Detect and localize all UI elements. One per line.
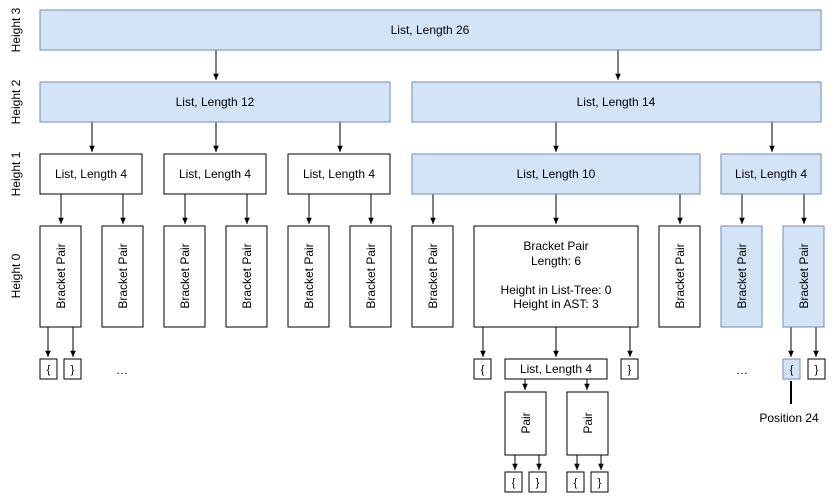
bracket-pair-4: Bracket Pair <box>225 225 268 328</box>
node-list-14-label: List, Length 14 <box>577 95 656 109</box>
bracket-pair-3: Bracket Pair <box>163 225 206 328</box>
bracket-pair-10: Bracket Pair <box>782 225 825 328</box>
brace-open-highlight: { <box>782 358 801 380</box>
bracket-pair-8-label: Bracket Pair <box>673 243 687 308</box>
ellipsis-right: … <box>736 363 748 377</box>
brace-close-center: } <box>620 358 639 380</box>
brace-open-1: { <box>39 358 58 380</box>
brace-close-last: } <box>807 358 826 380</box>
node-list-4-inner: List, Length 4 <box>504 358 608 380</box>
node-list-26: List, Length 26 <box>39 9 822 51</box>
pair-2-label: Pair <box>581 412 595 433</box>
node-list-26-label: List, Length 26 <box>391 23 470 37</box>
bracket-pair-2-label: Bracket Pair <box>116 243 130 308</box>
bracket-pair-8: Bracket Pair <box>658 225 701 328</box>
brace-close-1-label: } <box>71 364 75 376</box>
brace-open-pair-1-label: { <box>512 477 516 489</box>
bracket-pair-2: Bracket Pair <box>101 225 144 328</box>
brace-close-last-label: } <box>815 364 819 376</box>
node-list-4-a-label: List, Length 4 <box>55 167 127 181</box>
edges <box>45 50 819 470</box>
bracket-pair-7-label: Bracket Pair <box>426 243 440 308</box>
center-pair-line-1: Bracket Pair <box>523 239 588 253</box>
node-list-10-label: List, Length 10 <box>517 167 596 181</box>
brace-close-1: } <box>63 358 82 380</box>
node-list-14: List, Length 14 <box>411 81 822 123</box>
brace-close-pair-1-label: } <box>536 477 540 489</box>
bracket-pair-center: Bracket Pair Length: 6 Height in List-Tr… <box>473 225 639 328</box>
pair-2: Pair <box>566 391 609 456</box>
height-2-label: Height 2 <box>9 79 23 124</box>
node-list-4-c-label: List, Length 4 <box>303 167 375 181</box>
node-list-4-c: List, Length 4 <box>287 153 391 195</box>
center-pair-line-2: Length: 6 <box>531 254 581 268</box>
height-0-label: Height 0 <box>9 253 23 298</box>
bracket-pair-6-label: Bracket Pair <box>364 243 378 308</box>
brace-open-pair-2: { <box>566 471 585 493</box>
node-list-4-d: List, Length 4 <box>720 153 822 195</box>
bracket-pair-5-label: Bracket Pair <box>302 243 316 308</box>
bracket-pair-9: Bracket Pair <box>720 225 763 328</box>
brace-close-pair-1: } <box>528 471 547 493</box>
bracket-pair-4-label: Bracket Pair <box>240 243 254 308</box>
bracket-pair-10-label: Bracket Pair <box>797 243 811 308</box>
bracket-pair-3-label: Bracket Pair <box>178 243 192 308</box>
bracket-pair-9-label: Bracket Pair <box>735 243 749 308</box>
node-list-10: List, Length 10 <box>411 153 701 195</box>
pair-1-label: Pair <box>519 412 533 433</box>
brace-open-1-label: { <box>47 364 51 376</box>
node-list-4-d-label: List, Length 4 <box>735 167 807 181</box>
brace-open-center: { <box>473 358 492 380</box>
brace-open-pair-1: { <box>504 471 523 493</box>
brace-close-center-label: } <box>628 364 632 376</box>
position-label: Position 24 <box>759 411 819 425</box>
brace-close-pair-2: } <box>590 471 609 493</box>
center-pair-line-4: Height in AST: 3 <box>513 297 599 311</box>
node-list-4-b-label: List, Length 4 <box>179 167 251 181</box>
node-list-4-b: List, Length 4 <box>163 153 267 195</box>
ellipsis-left: … <box>116 363 128 377</box>
bracket-pair-7: Bracket Pair <box>411 225 454 328</box>
bracket-pair-1-label: Bracket Pair <box>54 243 68 308</box>
center-pair-line-3: Height in List-Tree: 0 <box>501 283 612 297</box>
height-1-label: Height 1 <box>9 151 23 196</box>
brace-close-pair-2-label: } <box>598 477 602 489</box>
node-list-12: List, Length 12 <box>39 81 391 123</box>
node-list-12-label: List, Length 12 <box>176 95 255 109</box>
brace-open-highlight-label: { <box>790 364 794 376</box>
node-list-4-a: List, Length 4 <box>39 153 143 195</box>
brace-open-pair-2-label: { <box>574 477 578 489</box>
node-list-4-inner-label: List, Length 4 <box>520 362 592 376</box>
bracket-pair-6: Bracket Pair <box>349 225 392 328</box>
bracket-pair-5: Bracket Pair <box>287 225 330 328</box>
brace-open-center-label: { <box>481 364 485 376</box>
bracket-pair-1: Bracket Pair <box>39 225 82 328</box>
height-3-label: Height 3 <box>9 7 23 52</box>
pair-1: Pair <box>504 391 547 456</box>
